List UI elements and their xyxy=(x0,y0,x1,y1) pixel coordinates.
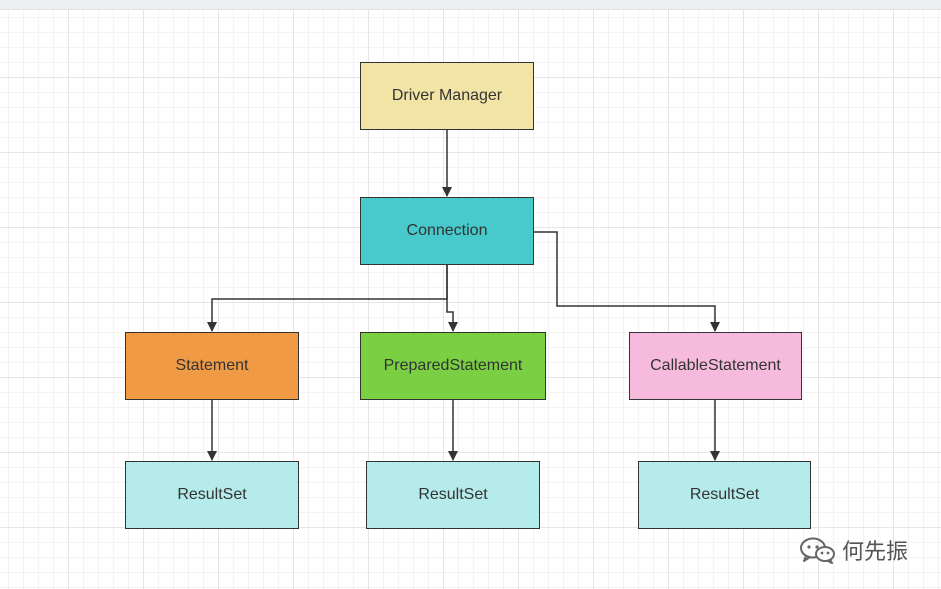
wechat-icon xyxy=(800,537,835,564)
node-label: ResultSet xyxy=(177,486,247,503)
node-connection[interactable]: Connection xyxy=(360,197,534,265)
node-label: ResultSet xyxy=(689,486,760,503)
node-label: ResultSet xyxy=(418,486,488,503)
node-resultset-statement[interactable]: ResultSet xyxy=(125,461,299,529)
node-resultset-prepared-statement[interactable]: ResultSet xyxy=(366,461,540,529)
node-prepared-statement[interactable]: PreparedStatement xyxy=(360,332,546,400)
node-driver-manager[interactable]: Driver Manager xyxy=(360,62,534,130)
node-resultset-callable-statement[interactable]: ResultSet xyxy=(638,461,811,529)
edge-connection-callable-statement xyxy=(533,231,720,332)
node-label: Connection xyxy=(406,222,488,239)
node-label: Driver Manager xyxy=(391,87,503,104)
watermark-text: 何先振 xyxy=(842,540,909,565)
node-statement[interactable]: Statement xyxy=(125,332,299,400)
edge-connection-statement xyxy=(207,265,448,332)
top-bar xyxy=(0,0,941,10)
node-label: PreparedStatement xyxy=(383,357,523,374)
edge-connection-prepared-statement xyxy=(446,265,458,332)
watermark: 何先振 xyxy=(798,534,908,566)
node-callable-statement[interactable]: CallableStatement xyxy=(629,332,802,400)
node-label: CallableStatement xyxy=(650,357,781,374)
node-label: Statement xyxy=(175,357,249,374)
